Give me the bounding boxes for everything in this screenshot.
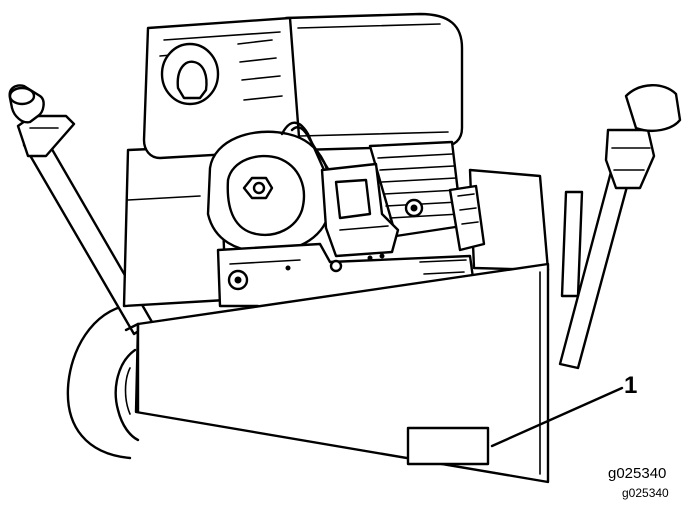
callout-leader-line: [490, 386, 624, 448]
right-handle: [558, 84, 682, 370]
figure-code: g025340: [608, 465, 667, 482]
left-wheel: [66, 303, 140, 460]
decal-label: [406, 426, 490, 466]
callout-number: 1: [624, 372, 638, 399]
engine: [122, 12, 550, 346]
figure-code-small: g025340: [622, 486, 669, 500]
